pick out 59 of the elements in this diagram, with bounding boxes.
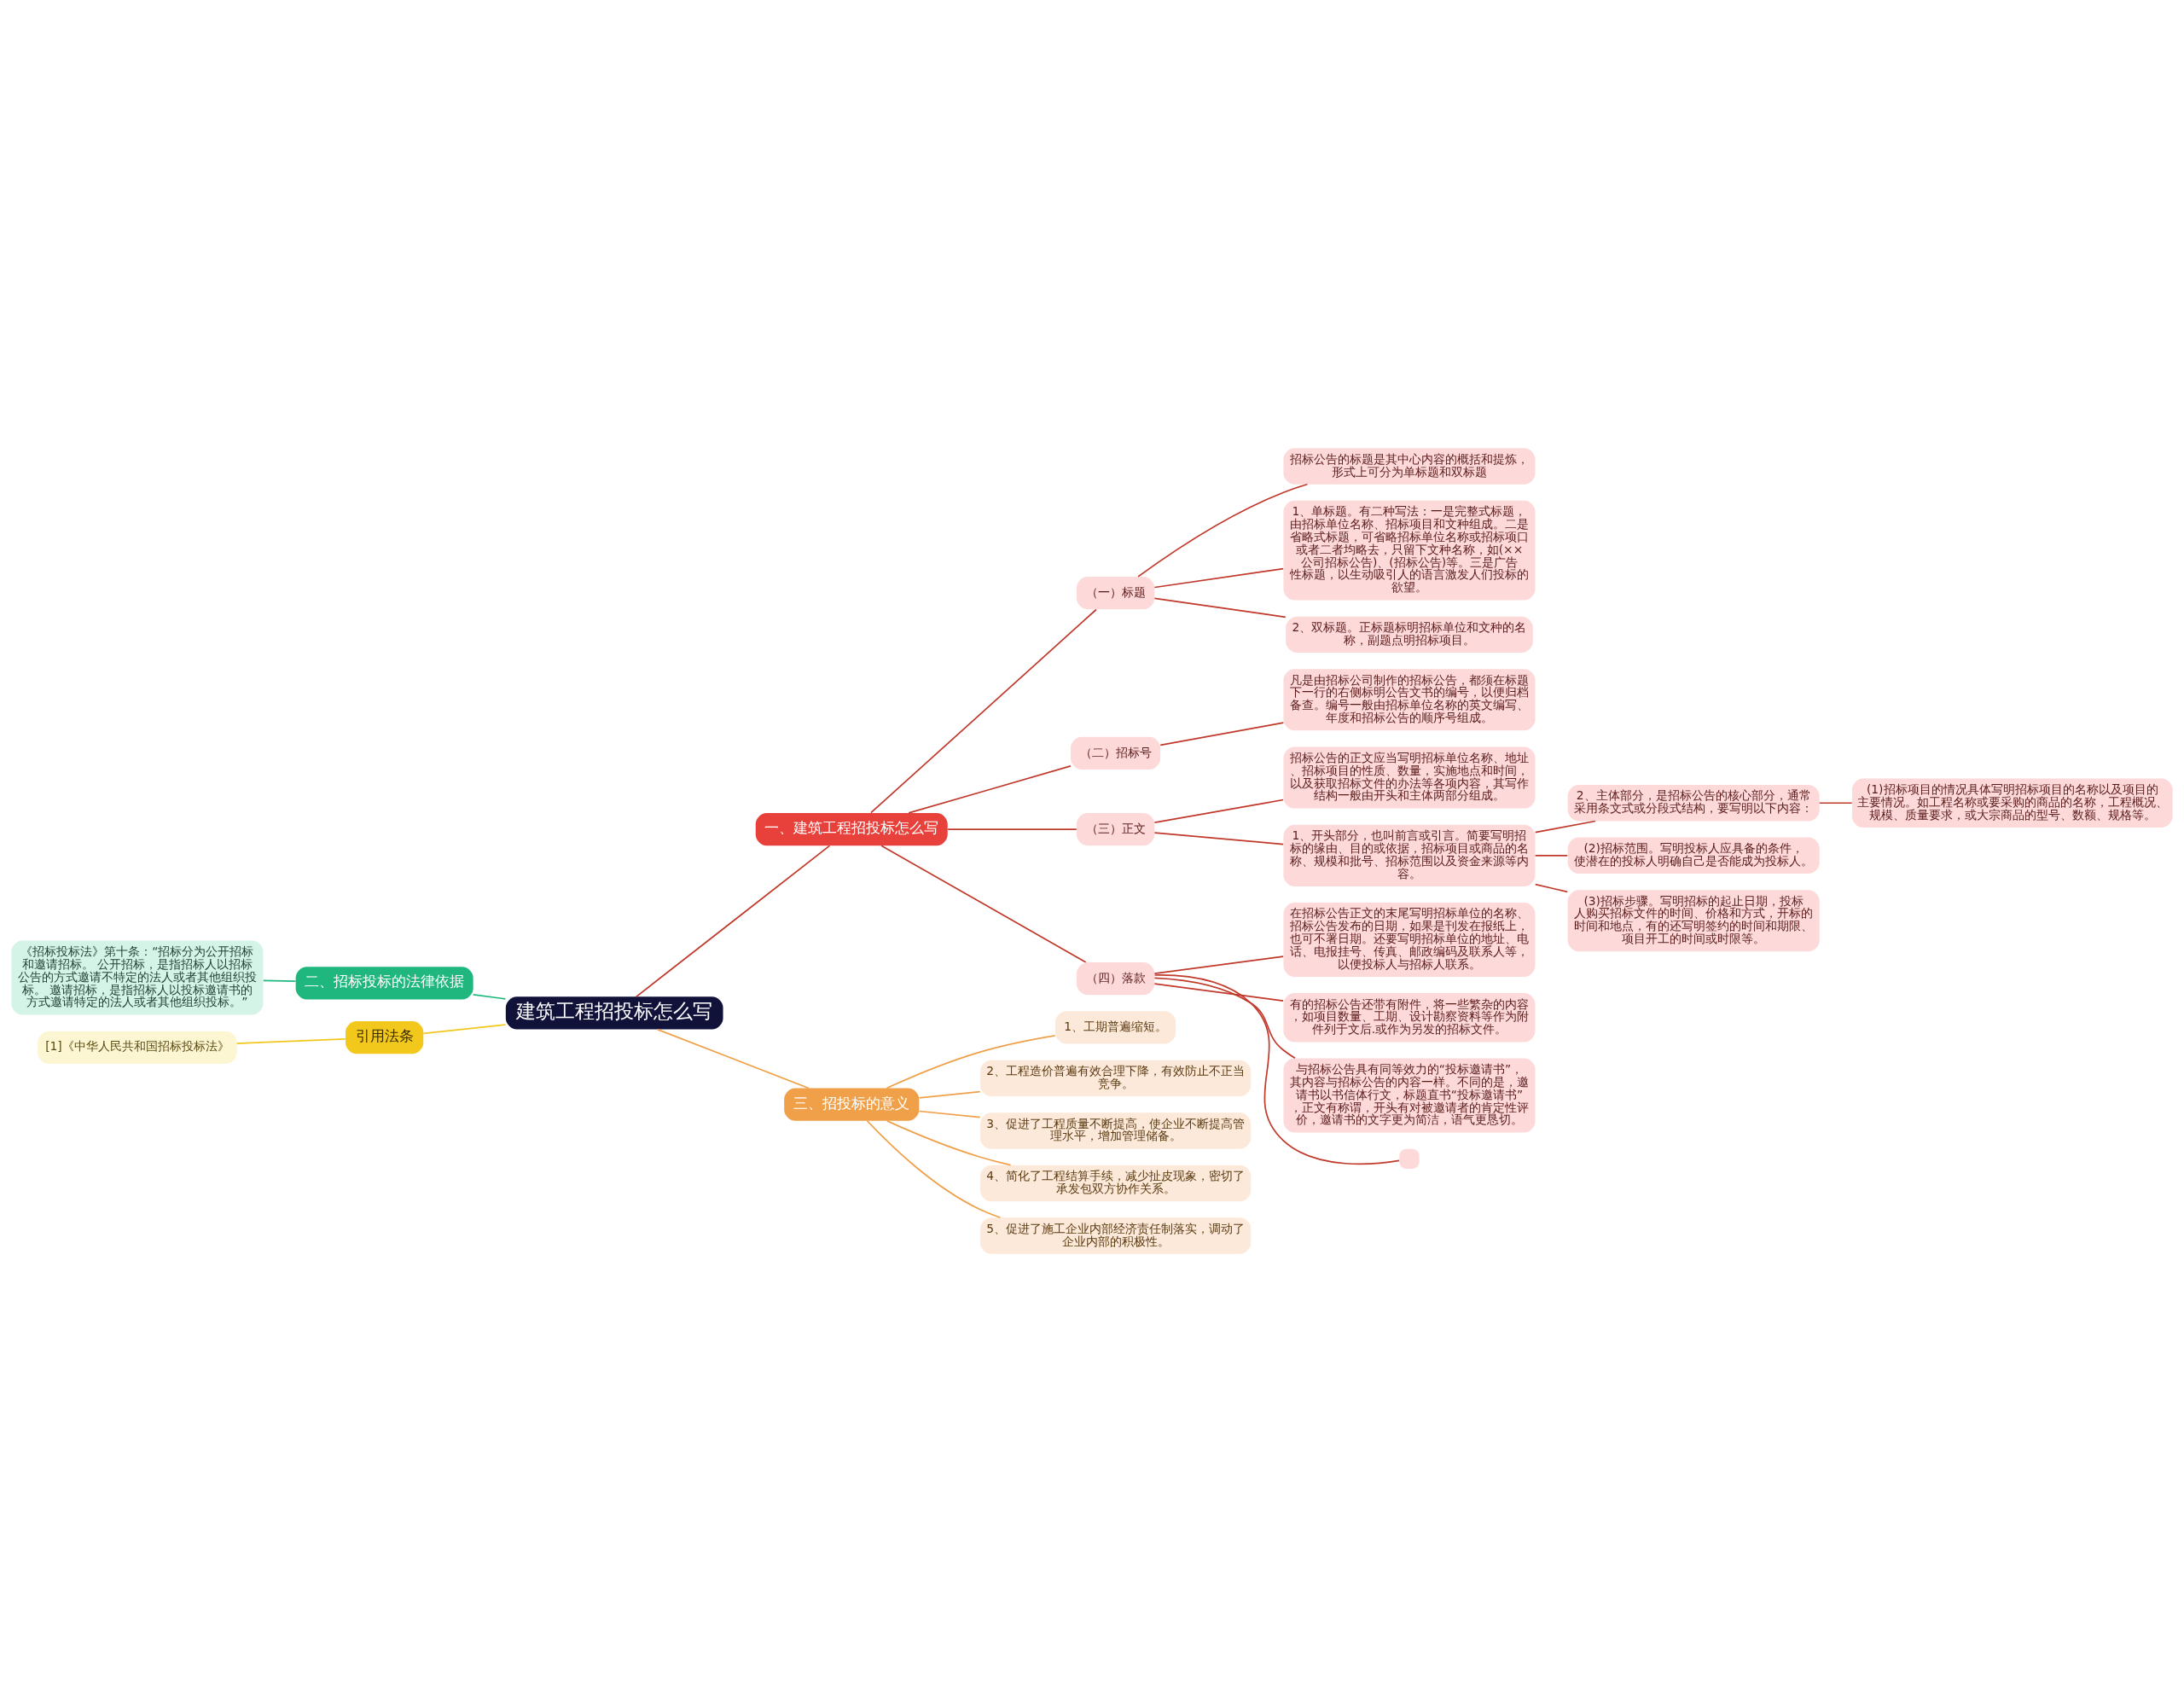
node-box: 3、促进了工程质量不断提高，使企业不断提高管理水平，增加管理储备。 bbox=[979, 1112, 1252, 1149]
node-box: 《招标投标法》第十条：“招标分为公开招标和邀请招标。 公开招标，是指招标人以招标公告的方式邀请不特定的法人或者其他组织投标。 邀请招标，是指招标人以投标邀请书的方式邀请特定的法人或者其他组织投标。” bbox=[11, 940, 264, 1015]
node-box: 1、开头部分，也叫前言或引言。简要写明招标的缘由、目的或依据，招标项目或商品的名称、规模和批号、招标范围以及资金来源等内容。 bbox=[1283, 824, 1536, 886]
connector bbox=[1153, 977, 1296, 1060]
node-box bbox=[1399, 1148, 1420, 1169]
node-box: 招标公告的标题是其中心内容的概括和提炼，形式上可分为单标题和双标题 bbox=[1283, 448, 1536, 485]
connector bbox=[1534, 854, 1569, 857]
connector bbox=[1159, 722, 1285, 746]
connector bbox=[1153, 799, 1284, 823]
connector bbox=[1153, 956, 1284, 974]
node-box: （一）标题 bbox=[1076, 576, 1155, 610]
node-box: 凡是由招标公司制作的招标公告，都须在标题下一行的右侧标明公告文书的编号，以便归档备查。编号一般由招标单位名称的英文编写、年度和招标公告的顺序号组成。 bbox=[1283, 669, 1536, 731]
node-box: (2)招标范围。写明投标人应具备的条件，使潜在的投标人明确自己是否能成为投标人。 bbox=[1567, 837, 1820, 874]
node-box: 三、招投标的意义 bbox=[784, 1088, 920, 1121]
connector bbox=[472, 994, 507, 1000]
connector bbox=[1153, 974, 1400, 1165]
node-box: (3)招标步骤。写明招标的起止日期，投标人购买招标文件的时间、价格和方式，开标的时间和地点，有的还写明签约的时间和期限、项目开工的时间或时限等。 bbox=[1567, 890, 1820, 952]
connector bbox=[918, 1090, 981, 1099]
connector bbox=[947, 828, 1077, 830]
connector bbox=[866, 1120, 1002, 1219]
connector bbox=[870, 608, 1097, 814]
node-box: 5、促进了施工企业内部经济责任制落实，调动了企业内部的积极性。 bbox=[979, 1217, 1252, 1254]
node-box: 一、建筑工程招投标怎么写 bbox=[755, 812, 948, 846]
connector bbox=[1153, 567, 1284, 589]
connector bbox=[635, 845, 831, 998]
node-box: [1]《中华人民共和国招标投标法》 bbox=[38, 1031, 237, 1064]
node-box: 2、工程造价普遍有效合理下降，有效防止不正当竞争。 bbox=[979, 1060, 1252, 1097]
connector bbox=[422, 1024, 507, 1035]
connector bbox=[886, 1120, 1012, 1166]
connector bbox=[656, 1028, 810, 1089]
node-box: 与招标公告具有同等效力的“投标邀请书”，其内容与招标公告的内容一样。不同的是，邀请书以书信体行文，标题直书“投标邀请书”，正文有称谓，开头有对被邀请者的肯定性评价，邀请书的文字更为简洁，语气更恳切。 bbox=[1283, 1058, 1536, 1133]
node-box: 在招标公告正文的末尾写明招标单位的名称、招标公告发布的日期，如果是刊发在报纸上，也可不署日期。还要写明招标单位的地址、电话、电报挂号、传真、邮政编码及联系人等，以便投标人与招标人联系。 bbox=[1283, 903, 1536, 977]
connector bbox=[1137, 483, 1309, 578]
node-box: 2、双标题。正标题标明招标单位和文种的名称，副题点明招标项目。 bbox=[1286, 616, 1533, 653]
node-box: 二、招标投标的法律依据 bbox=[295, 967, 473, 1000]
connector bbox=[1153, 983, 1284, 1002]
connector bbox=[880, 845, 1087, 963]
connector bbox=[1153, 832, 1284, 845]
connector bbox=[1534, 883, 1569, 893]
node-box: 建筑工程招投标怎么写 bbox=[505, 996, 723, 1030]
node-box: 引用法条 bbox=[346, 1021, 424, 1054]
node-box: (1)招标项目的情况具体写明招标项目的名称以及项目的主要情况。如工程名称或要采购的商品的名称，工程概况、规模、质量要求，或大宗商品的型号、数额、规格等。 bbox=[1851, 778, 2173, 828]
node-box: 1、单标题。有二种写法：一是完整式标题，由招标单位名称、招标项目和文种组成。二是省略式标题，可省略招标单位名称或招标项口或者二者均略去，只留下文种名称，如(××公司招标公告)、(招标公告)等。三是广告性标题，以生动吸引人的语言激发人们投标的欲望。 bbox=[1283, 500, 1536, 601]
node-box: 4、简化了工程结算手续，减少扯皮现象，密切了承发包双方协作关系。 bbox=[979, 1165, 1252, 1202]
node-box: （四）落款 bbox=[1076, 962, 1155, 996]
connector bbox=[1534, 820, 1596, 834]
node-box: 2、主体部分，是招标公告的核心部分，通常采用条文式或分段式结构，要写明以下内容： bbox=[1567, 785, 1820, 822]
node-box: 1、工期普遍缩短。 bbox=[1055, 1011, 1176, 1044]
node-box: 招标公告的正文应当写明招标单位名称、地址、招标项目的性质、数量，实施地点和时间，以及获取招标文件的办法等各项内容，其写作结构一般由开头和主体两部分组成。 bbox=[1283, 746, 1536, 809]
connector bbox=[886, 1035, 1056, 1089]
connector bbox=[908, 765, 1072, 814]
connector bbox=[262, 979, 297, 982]
connector bbox=[918, 1110, 981, 1118]
connector bbox=[1818, 802, 1853, 805]
connector bbox=[235, 1038, 346, 1044]
node-box: （三）正文 bbox=[1076, 812, 1155, 846]
connector bbox=[1153, 597, 1287, 619]
node-box: （二）招标号 bbox=[1071, 736, 1161, 770]
node-box: 有的招标公告还带有附件，将一些繁杂的内容，如项目数量、工期、设计勘察资料等作为附件列于文后.或作为另发的招标文件。 bbox=[1283, 993, 1536, 1043]
